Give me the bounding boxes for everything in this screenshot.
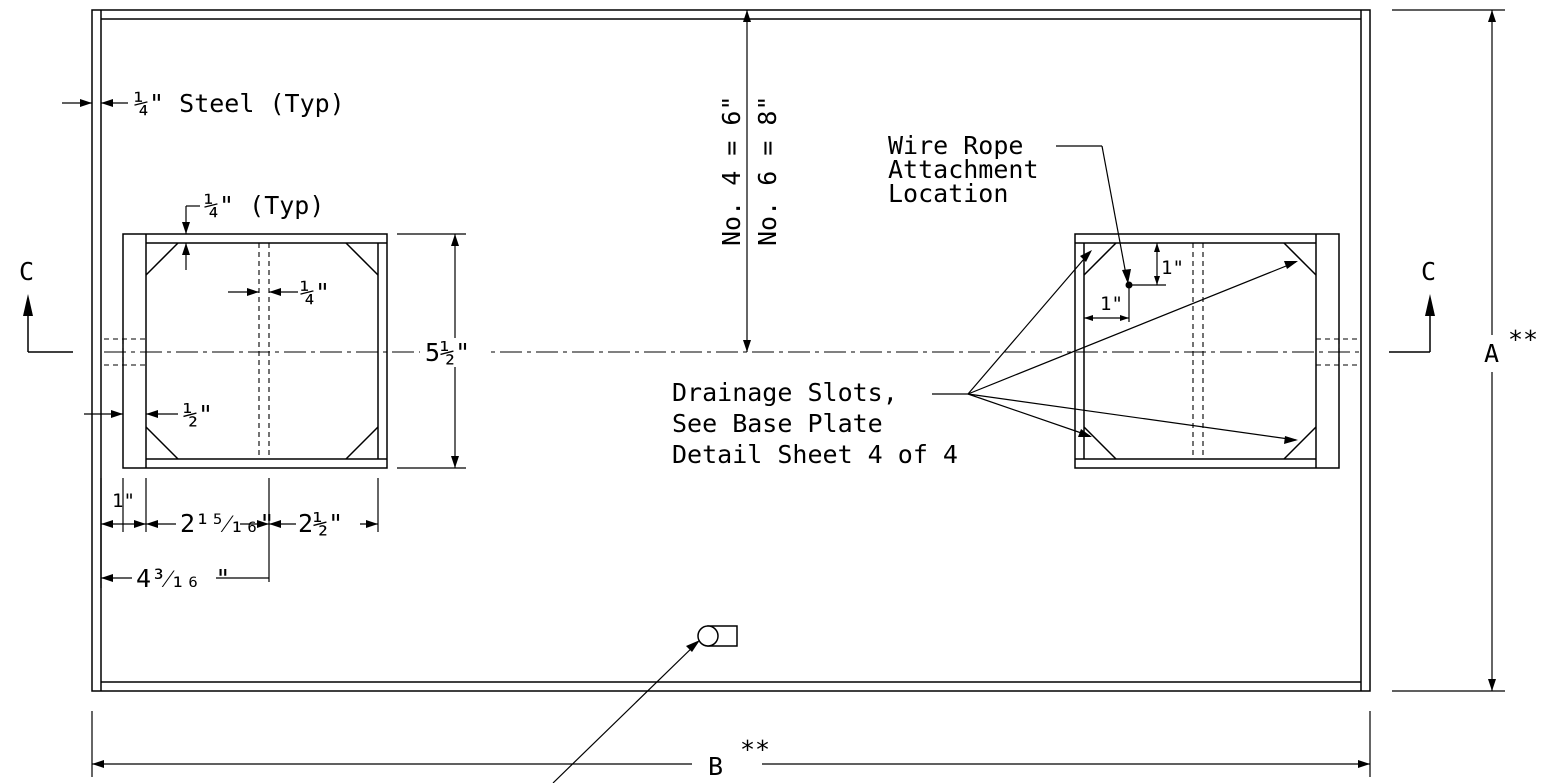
no4-label: No. 4 = 6" (717, 95, 746, 246)
section-marker-right: C (1389, 257, 1436, 353)
two-half-label: 2½" (298, 509, 343, 538)
dimension-a: A ** (1392, 9, 1538, 692)
half-label: ½" (183, 400, 213, 429)
quarter-label: ¼" (300, 278, 330, 307)
two-15-16-label: 2¹⁵⁄₁₆" (180, 509, 274, 538)
five-half-label: 5½" (425, 338, 470, 367)
wire-rope-line1: Wire Rope (888, 131, 1023, 160)
four-3-16-label: 4³⁄₁₆ " (136, 564, 230, 593)
dim-a-stars: ** (1508, 325, 1538, 354)
one-inch-horiz-label: 1" (1100, 293, 1123, 315)
steel-typ-label: ¼" Steel (Typ) (134, 89, 345, 118)
drainage-line1: Drainage Slots, (672, 378, 898, 407)
post-offset-dim: No. 4 = 6" No. 6 = 8" (717, 10, 782, 352)
drainage-callout: Drainage Slots, See Base Plate Detail Sh… (672, 250, 1298, 469)
stiffener-gap-dim: ¼" (228, 278, 330, 307)
quarter-typ-label: ¼" (Typ) (204, 191, 324, 220)
wire-rope-point (1125, 281, 1133, 289)
drainage-line3: Detail Sheet 4 of 4 (672, 440, 958, 469)
section-left-label: C (19, 257, 34, 286)
dim-b-stars: ** (740, 735, 770, 764)
bottom-dims: 1" 2¹⁵⁄₁₆" 2½" 4³⁄₁₆ " (100, 478, 379, 593)
half-inch-dim: ½" (84, 400, 213, 429)
section-marker-left: C (19, 257, 73, 353)
wire-rope-callout: Wire Rope Attachment Location (888, 131, 1131, 284)
one-inch-label: 1" (112, 490, 135, 512)
no6-label: No. 6 = 8" (753, 95, 782, 246)
right-post-box (1074, 233, 1358, 469)
drainage-line2: See Base Plate (672, 409, 883, 438)
dim-a-label: A (1484, 339, 1499, 368)
wire-rope-line3: Location (888, 179, 1008, 208)
wall-thickness-dim: ¼" (Typ) (182, 191, 324, 270)
wire-rope-line2: Attachment (888, 155, 1039, 184)
steel-thickness-dim: ¼" Steel (Typ) (62, 89, 345, 118)
dimension-b: B ** (91, 711, 1371, 781)
section-right-label: C (1421, 257, 1436, 286)
one-inch-vert-label: 1" (1161, 257, 1184, 279)
wire-rope-offset-dims: 1" 1" (1084, 243, 1184, 322)
slot-hole (552, 625, 738, 783)
left-post-box (104, 233, 388, 469)
box-height-dim: 5½" (397, 233, 490, 469)
dim-b-label: B (708, 752, 723, 781)
